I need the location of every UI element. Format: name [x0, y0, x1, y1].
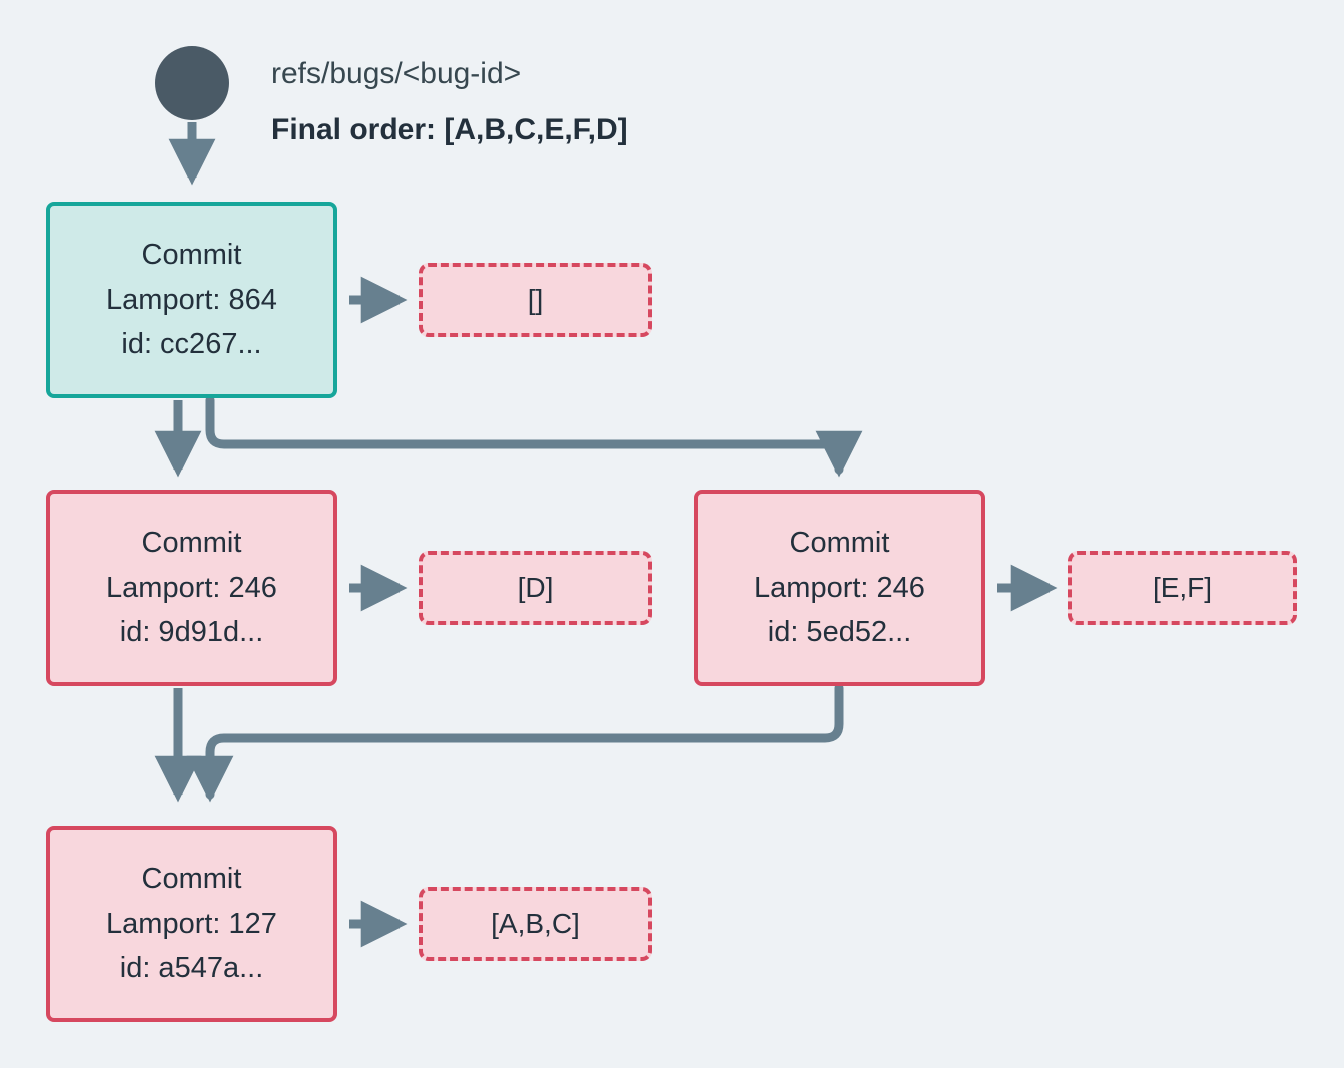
commit-hash: id: a547a...: [119, 952, 264, 985]
commit-lamport: Lamport: 127: [106, 907, 277, 940]
commit-node-9d91d[interactable]: Commit Lamport: 246 id: 9d91d...: [46, 490, 337, 686]
payload-node-a547a[interactable]: [A,B,C]: [419, 887, 652, 961]
commit-hash: id: 5ed52...: [767, 616, 912, 649]
payload-text: []: [527, 284, 544, 315]
commit-title: Commit: [141, 862, 242, 895]
commit-lamport: Lamport: 864: [106, 283, 277, 316]
payload-node-9d91d[interactable]: [D]: [419, 551, 652, 625]
edge-5ed52-to-a547a: [186, 683, 844, 803]
payload-text: [A,B,C]: [491, 908, 580, 939]
payload-node-cc267[interactable]: []: [419, 263, 652, 337]
ref-root-dot[interactable]: [155, 46, 229, 120]
commit-lamport: Lamport: 246: [754, 571, 925, 604]
commit-title: Commit: [141, 238, 242, 271]
commit-node-cc267[interactable]: Commit Lamport: 864 id: cc267...: [46, 202, 337, 398]
commit-lamport: Lamport: 246: [106, 571, 277, 604]
payload-text: [D]: [517, 572, 554, 603]
edge-cc267-to-5ed52: [205, 395, 863, 478]
final-order-label: Final order: [A,B,C,E,F,D]: [271, 113, 628, 146]
payload-text: [E,F]: [1152, 572, 1213, 603]
commit-node-5ed52[interactable]: Commit Lamport: 246 id: 5ed52...: [694, 490, 985, 686]
ref-name-label: refs/bugs/<bug-id>: [271, 57, 522, 90]
commit-title: Commit: [789, 526, 890, 559]
commit-hash: id: 9d91d...: [119, 616, 264, 649]
commit-title: Commit: [141, 526, 242, 559]
payload-node-5ed52[interactable]: [E,F]: [1068, 551, 1297, 625]
commit-node-a547a[interactable]: Commit Lamport: 127 id: a547a...: [46, 826, 337, 1022]
commit-hash: id: cc267...: [121, 328, 262, 361]
